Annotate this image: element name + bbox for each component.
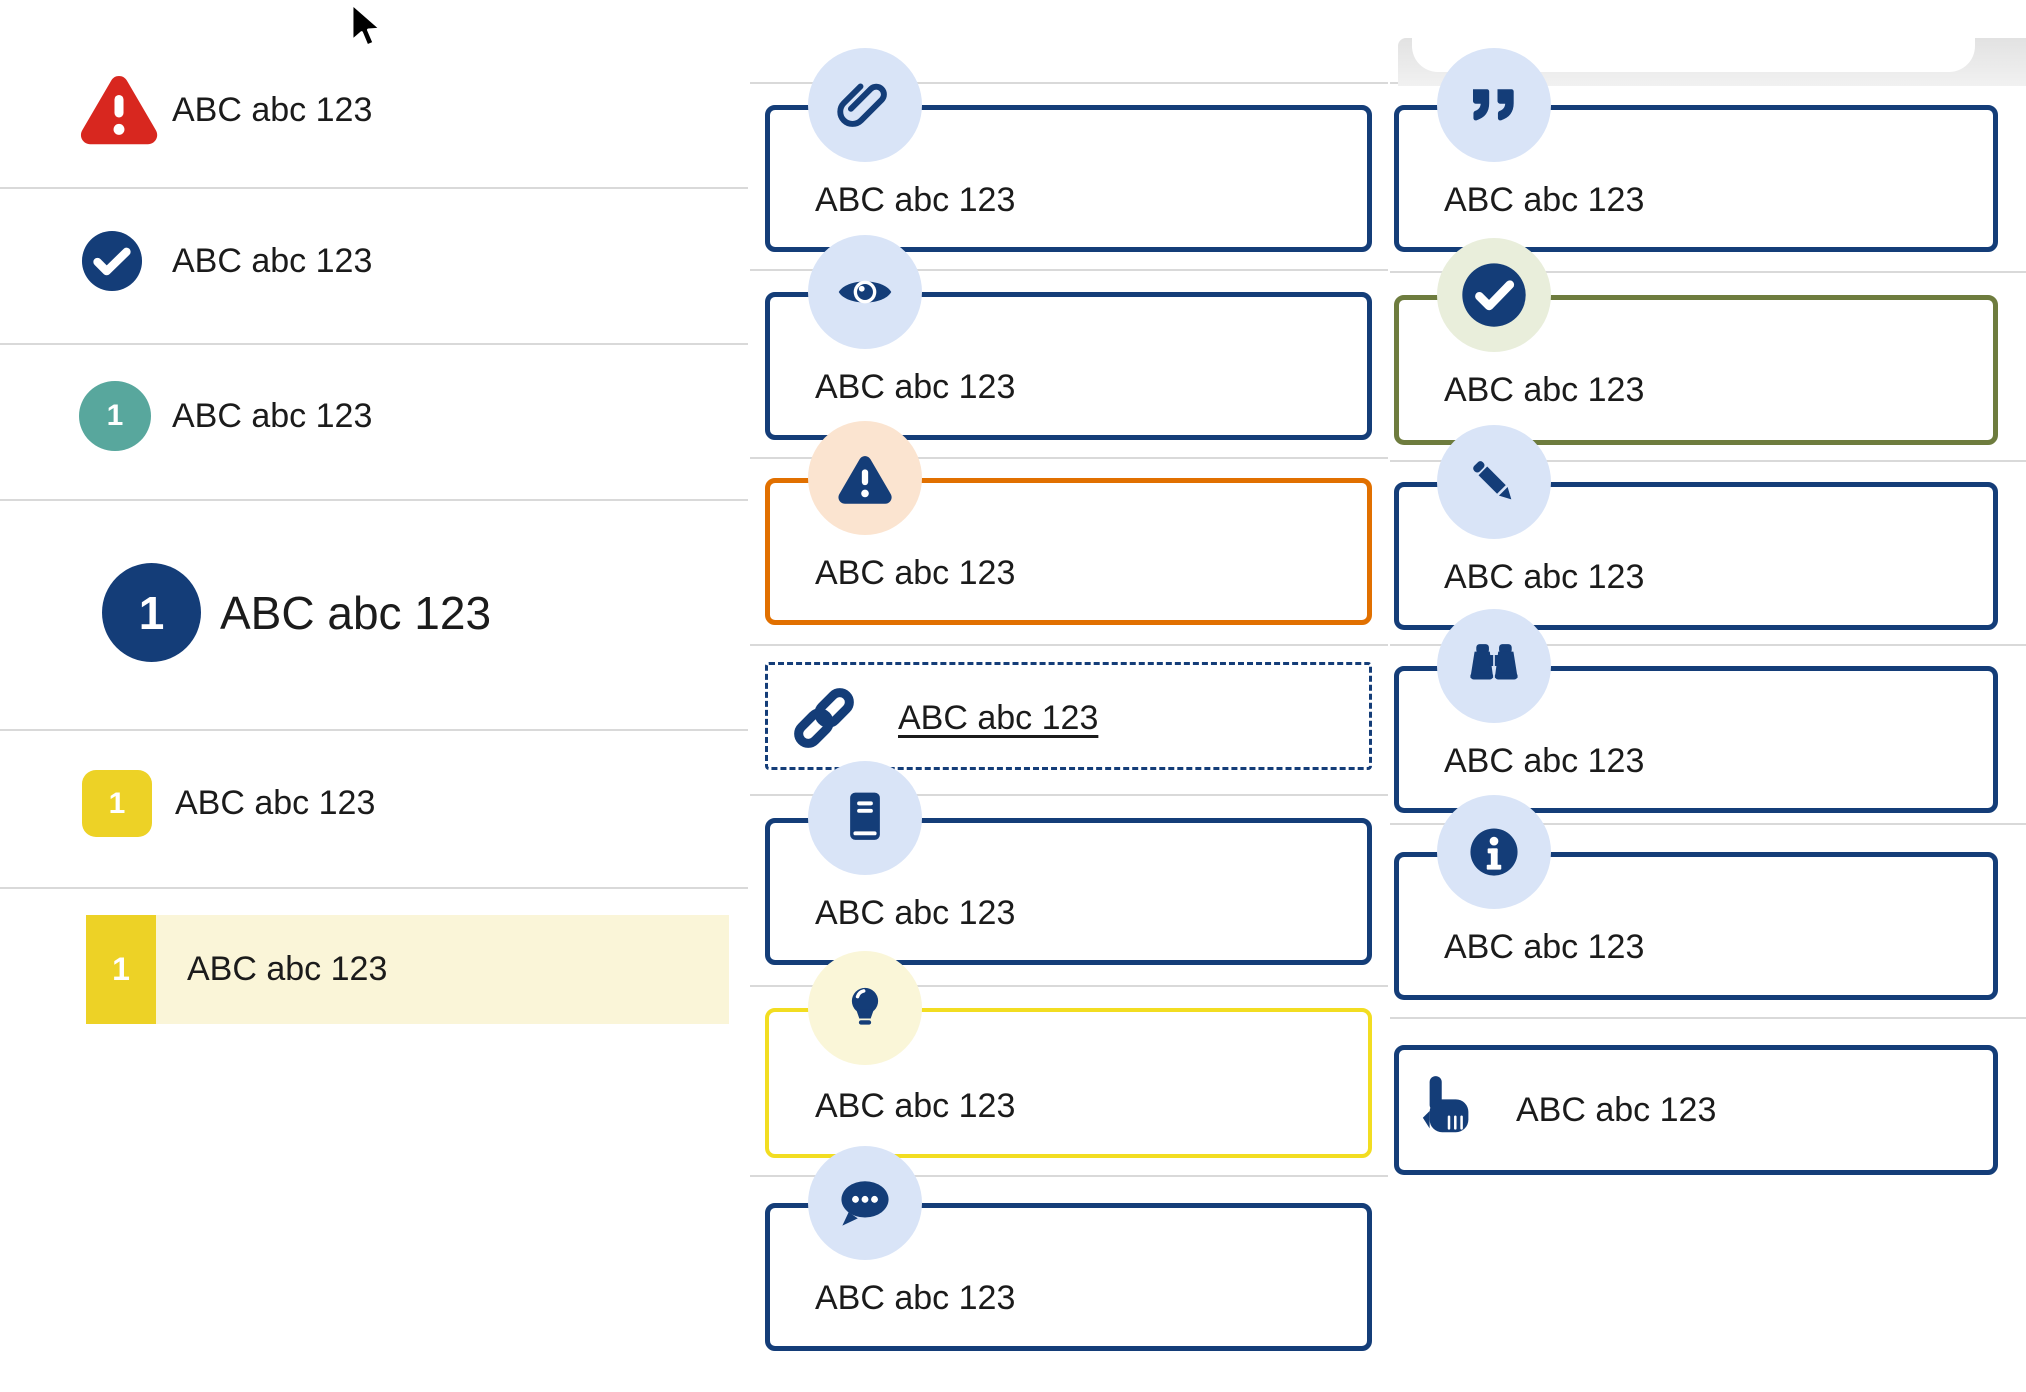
divider	[1390, 460, 2026, 462]
divider	[1390, 271, 2026, 273]
callout-label[interactable]: ABC abc 123	[1516, 1091, 1717, 1129]
divider	[1390, 644, 2026, 646]
link-icon	[790, 684, 858, 752]
callout-label: ABC abc 123	[815, 894, 1016, 932]
divider	[1390, 1017, 2026, 1019]
callout-label: ABC abc 123	[815, 368, 1016, 406]
link-callout[interactable]	[765, 662, 1372, 770]
list-item-label: ABC abc 123	[172, 91, 373, 129]
list-divider	[0, 187, 748, 189]
link-label[interactable]: ABC abc 123	[898, 699, 1099, 737]
callout-label: ABC abc 123	[815, 1279, 1016, 1317]
navy-number-badge: 1	[102, 563, 201, 662]
info-circle-icon	[1437, 795, 1551, 909]
eye-icon	[808, 235, 922, 349]
teal-number-badge: 1	[79, 381, 151, 451]
callout-label: ABC abc 123	[815, 554, 1016, 592]
action-callout[interactable]	[1394, 1045, 1998, 1175]
callout-label: ABC abc 123	[1444, 371, 1645, 409]
divider	[750, 1175, 1388, 1177]
quote-right-icon	[1437, 48, 1551, 162]
callout-label: ABC abc 123	[815, 1087, 1016, 1125]
book-icon	[808, 761, 922, 875]
list-item-label: ABC abc 123	[175, 784, 376, 822]
divider	[750, 457, 1388, 459]
warning-triangle-icon	[808, 421, 922, 535]
divider	[750, 82, 1388, 84]
mouse-cursor-icon	[349, 2, 389, 52]
list-item-label-large: ABC abc 123	[220, 587, 492, 639]
callout-label: ABC abc 123	[1444, 742, 1645, 780]
callout-label: ABC abc 123	[1444, 558, 1645, 596]
warning-triangle-icon	[79, 70, 159, 146]
binoculars-icon	[1437, 609, 1551, 723]
selected-row-highlight[interactable]	[86, 915, 729, 1024]
list-item-label: ABC abc 123	[172, 397, 373, 435]
list-divider	[0, 729, 748, 731]
divider	[750, 985, 1388, 987]
list-divider	[0, 499, 748, 501]
yellow-number-marker: 1	[86, 915, 156, 1024]
divider	[750, 644, 1388, 646]
callout-label: ABC abc 123	[1444, 928, 1645, 966]
list-item-label: ABC abc 123	[172, 242, 373, 280]
divider	[750, 269, 1388, 271]
paperclip-icon	[808, 48, 922, 162]
callout-label: ABC abc 123	[1444, 181, 1645, 219]
pencil-icon	[1437, 425, 1551, 539]
check-circle-icon	[81, 230, 143, 292]
divider	[1390, 823, 2026, 825]
callout-label: ABC abc 123	[815, 181, 1016, 219]
list-divider	[0, 343, 748, 345]
divider	[750, 794, 1388, 796]
list-item-label: ABC abc 123	[187, 950, 388, 988]
yellow-number-badge: 1	[82, 770, 152, 837]
hand-point-up-icon	[1418, 1074, 1480, 1144]
comment-callout	[765, 1203, 1372, 1351]
comment-dots-icon	[808, 1146, 922, 1260]
list-divider	[0, 887, 748, 889]
check-circle-icon	[1437, 238, 1551, 352]
lightbulb-icon	[808, 951, 922, 1065]
